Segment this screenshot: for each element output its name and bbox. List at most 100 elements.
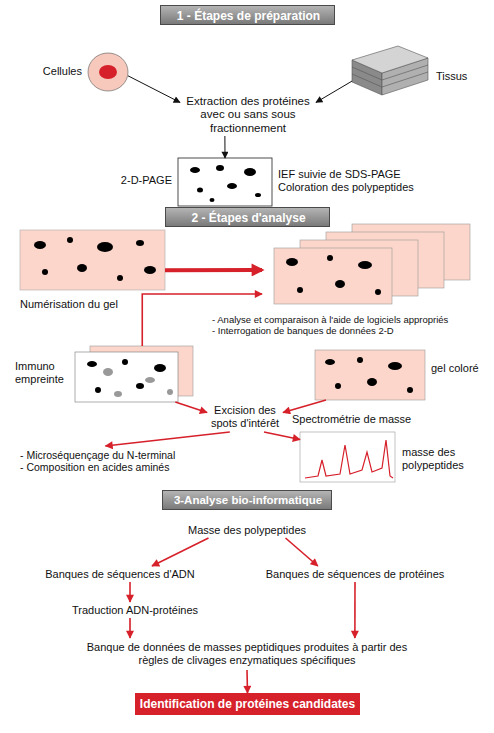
flow-arrow bbox=[129, 618, 131, 638]
gel-spot bbox=[227, 183, 237, 189]
gel-spot bbox=[367, 378, 377, 386]
text-area: 3-Analyse bio-informatique bbox=[163, 491, 333, 511]
cell-illustration: Cellules bbox=[88, 53, 128, 91]
gel-spot bbox=[335, 383, 341, 389]
node-label: masse des polypeptides bbox=[402, 446, 470, 472]
tissue-layer-line bbox=[352, 72, 428, 87]
node-label: - Microséquençage du N-terminal bbox=[20, 449, 175, 461]
gel-spot bbox=[375, 289, 381, 295]
flow-arrow bbox=[354, 582, 356, 638]
gel-spot bbox=[197, 188, 203, 193]
flow-arrow bbox=[165, 268, 262, 272]
text-area: Numérisation du gel bbox=[20, 230, 165, 290]
flow-arrow bbox=[152, 538, 209, 566]
gel-spot bbox=[122, 359, 128, 365]
gel-spot bbox=[77, 264, 87, 272]
flow-arrow bbox=[129, 582, 131, 602]
gel-spot bbox=[327, 255, 333, 261]
gel-stack: - Analyse et comparaison à l'aide de log… bbox=[262, 222, 472, 306]
process-step: Traduction ADN-protéines bbox=[68, 602, 202, 618]
blot-illustration: Immuno empreinte bbox=[75, 346, 193, 402]
text-area: gel coloré bbox=[315, 350, 425, 400]
gel-spot bbox=[216, 165, 224, 171]
flow-arrow bbox=[246, 670, 248, 693]
node-label: Identification de protéines candidates bbox=[140, 697, 355, 711]
text-area: Excision des spots d'intérêt bbox=[207, 402, 283, 432]
blot-spot bbox=[114, 391, 122, 397]
flow-arrow bbox=[286, 538, 318, 566]
flow-arrow bbox=[175, 402, 207, 413]
gel-spot bbox=[407, 387, 413, 393]
gel-plate bbox=[20, 230, 165, 290]
tissue-layer-line bbox=[352, 65, 428, 80]
gel-illustration: gel coloré bbox=[315, 350, 425, 400]
gel-illustration: 2-D-PAGEIEF suivie de SDS-PAGE Coloratio… bbox=[178, 158, 272, 206]
flow-arrow bbox=[283, 400, 326, 413]
cell-nucleus bbox=[99, 65, 117, 79]
gel-spot bbox=[42, 269, 48, 275]
text-area: Extraction des protéines avec ou sans so… bbox=[180, 94, 316, 136]
gel-spot bbox=[144, 266, 156, 274]
gel-spot bbox=[136, 383, 144, 389]
text-area: Traduction ADN-protéines bbox=[68, 602, 202, 618]
cell-body bbox=[88, 53, 128, 91]
node-label: - Analyse et comparaison à l'aide de log… bbox=[212, 314, 448, 325]
gel-spot bbox=[335, 280, 345, 288]
text-area: - Microséquençage du N-terminal- Composi… bbox=[20, 446, 210, 476]
text-area: - Analyse et comparaison à l'aide de log… bbox=[212, 310, 490, 340]
spectrum-frame bbox=[300, 432, 395, 482]
node-label: Traduction ADN-protéines bbox=[72, 604, 198, 617]
gel-spot bbox=[117, 275, 123, 281]
flow-arrow bbox=[128, 76, 180, 103]
node-label: 2-D-PAGE bbox=[100, 174, 172, 187]
text-area: Banques de séquences d'ADN bbox=[40, 566, 200, 582]
text-area: Cellules bbox=[88, 53, 128, 91]
gel-spot bbox=[87, 361, 97, 367]
node-label: Banques de séquences d'ADN bbox=[45, 568, 194, 581]
section-banner: 2 - Étapes d'analyse bbox=[165, 207, 330, 227]
flow-arrow bbox=[224, 136, 225, 158]
text-area: 2-D-PAGEIEF suivie de SDS-PAGE Coloratio… bbox=[178, 158, 272, 206]
gel-spot bbox=[95, 387, 101, 393]
text-area: 2 - Étapes d'analyse bbox=[166, 208, 331, 228]
node-label: - Composition en acides aminés bbox=[20, 461, 169, 473]
node-label: Extraction des protéines avec ou sans so… bbox=[180, 95, 316, 136]
database-step: Banques de séquences d'ADN bbox=[40, 566, 200, 582]
gel-spot bbox=[244, 168, 256, 176]
blot-membrane bbox=[75, 352, 178, 402]
gel-spot bbox=[297, 287, 303, 293]
blot-spot bbox=[145, 377, 155, 383]
tissue-illustration: Tissus bbox=[352, 44, 428, 97]
text-area: Banques de séquences de protéines bbox=[262, 566, 448, 582]
section-banner: 1 - Étapes de préparation bbox=[160, 5, 335, 25]
gel-plate bbox=[274, 248, 392, 304]
node-label: Masse des polypeptides bbox=[188, 524, 306, 537]
node-label: Banque de données de masses peptidiques … bbox=[80, 641, 414, 667]
text-area: Tissus bbox=[352, 44, 428, 97]
node-label: Excision des spots d'intérêt bbox=[207, 404, 283, 430]
text-area: Banque de données de masses peptidiques … bbox=[80, 638, 414, 670]
spectrum-illustration: Spectrométrie de massemasse des polypept… bbox=[300, 432, 395, 482]
text-area: 1 - Étapes de préparation bbox=[161, 6, 336, 26]
flow-arrow bbox=[316, 81, 352, 102]
text-area: Immuno empreinte bbox=[75, 346, 193, 402]
gel-plate bbox=[178, 158, 272, 206]
gel-spot bbox=[388, 362, 402, 370]
gel-spot bbox=[358, 261, 372, 269]
node-label: Tissus bbox=[436, 70, 486, 83]
blot-spot bbox=[103, 368, 113, 376]
gel-spot bbox=[67, 237, 73, 243]
node-label: Immuno empreinte bbox=[15, 360, 71, 386]
text-area: Masse des polypeptides bbox=[170, 522, 324, 538]
method-list: - Microséquençage du N-terminal- Composi… bbox=[20, 446, 210, 476]
node-label: Spectrométrie de masse bbox=[292, 413, 422, 426]
node-label: 2 - Étapes d'analyse bbox=[191, 211, 305, 225]
result-box: Identification de protéines candidates bbox=[135, 693, 360, 715]
node-label: Cellules bbox=[12, 65, 82, 78]
gel-spot bbox=[325, 359, 335, 365]
spectrum-peaks bbox=[305, 440, 393, 478]
node-label: gel coloré bbox=[431, 362, 481, 375]
section-banner: 3-Analyse bio-informatique bbox=[162, 490, 332, 510]
node-label: 3-Analyse bio-informatique bbox=[174, 494, 322, 508]
